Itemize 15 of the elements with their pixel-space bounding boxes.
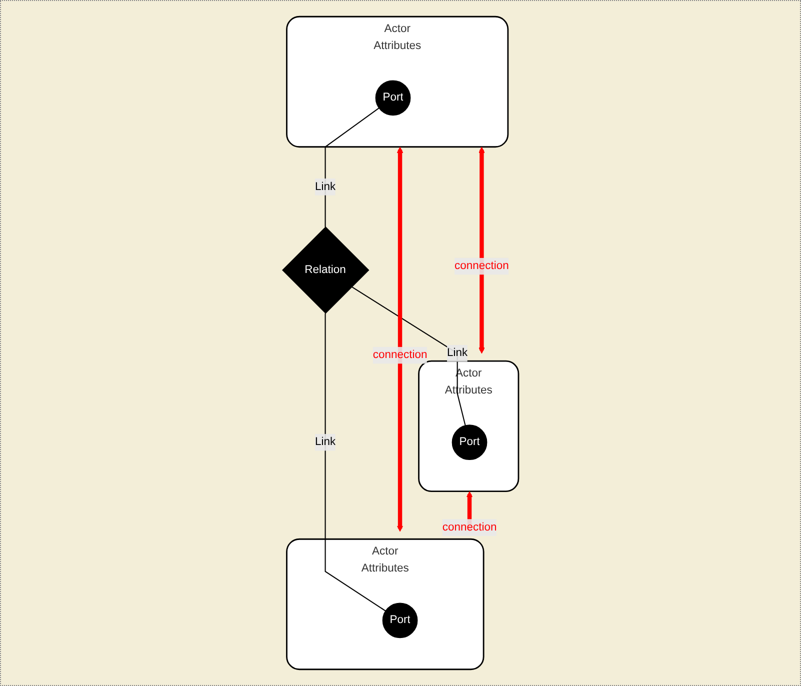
connector — [351, 286, 466, 426]
node-diamond: Relation — [282, 226, 370, 314]
node-circle: Port — [452, 424, 488, 460]
node-circle: Port — [382, 602, 418, 638]
arrow — [478, 146, 485, 354]
edge-label: connection — [454, 260, 509, 272]
edge-label: Link — [314, 180, 336, 193]
edge-label: connection — [442, 521, 497, 534]
connector — [324, 108, 380, 228]
arrow — [396, 146, 404, 532]
node-circle: Port — [375, 80, 411, 116]
edge-label: connection — [372, 348, 428, 361]
edge-label: Link — [314, 436, 336, 448]
edge-label: Link — [447, 346, 468, 359]
connector — [324, 313, 386, 612]
